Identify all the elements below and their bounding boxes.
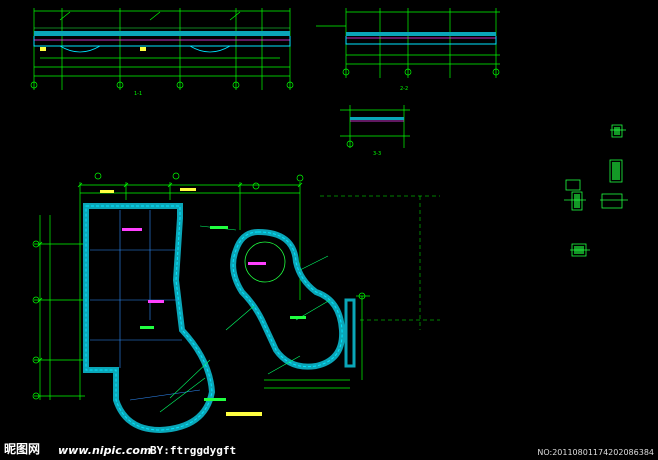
section-1-1: 1-1 — [30, 8, 294, 97]
section-3-3-title: 3-3 — [373, 151, 381, 157]
plan-dimension-lines — [34, 182, 370, 400]
plan-annotations — [100, 188, 306, 416]
section-2-2-dimensions — [316, 8, 500, 78]
section-1-1-profile — [33, 27, 291, 53]
section-1-1-dimensions — [33, 8, 291, 90]
floor-plan — [32, 172, 440, 434]
section-1-1-axis-bubbles — [30, 81, 294, 89]
section-2-2-axis-bubbles — [342, 68, 500, 76]
plan-axis-bubbles — [32, 172, 366, 400]
section-2-2-profile — [345, 32, 497, 45]
section-1-1-title: 1-1 — [134, 91, 142, 97]
section-2-2: 2-2 — [316, 8, 500, 92]
plan-tick-marks — [37, 182, 303, 363]
watermark-image-number: NO:20110801174202086384 — [537, 448, 654, 457]
plan-walls — [83, 203, 356, 434]
detail-symbols — [564, 124, 628, 257]
section-3-3: 3-3 — [340, 105, 410, 157]
watermark-author: BY:ftrggdygft — [150, 444, 237, 457]
watermark-url[interactable]: www.nipic.com — [58, 444, 152, 457]
section-3-3-dimensions — [340, 105, 410, 148]
section-2-2-title: 2-2 — [400, 86, 408, 92]
watermark-logo: 昵图网 — [4, 442, 41, 456]
